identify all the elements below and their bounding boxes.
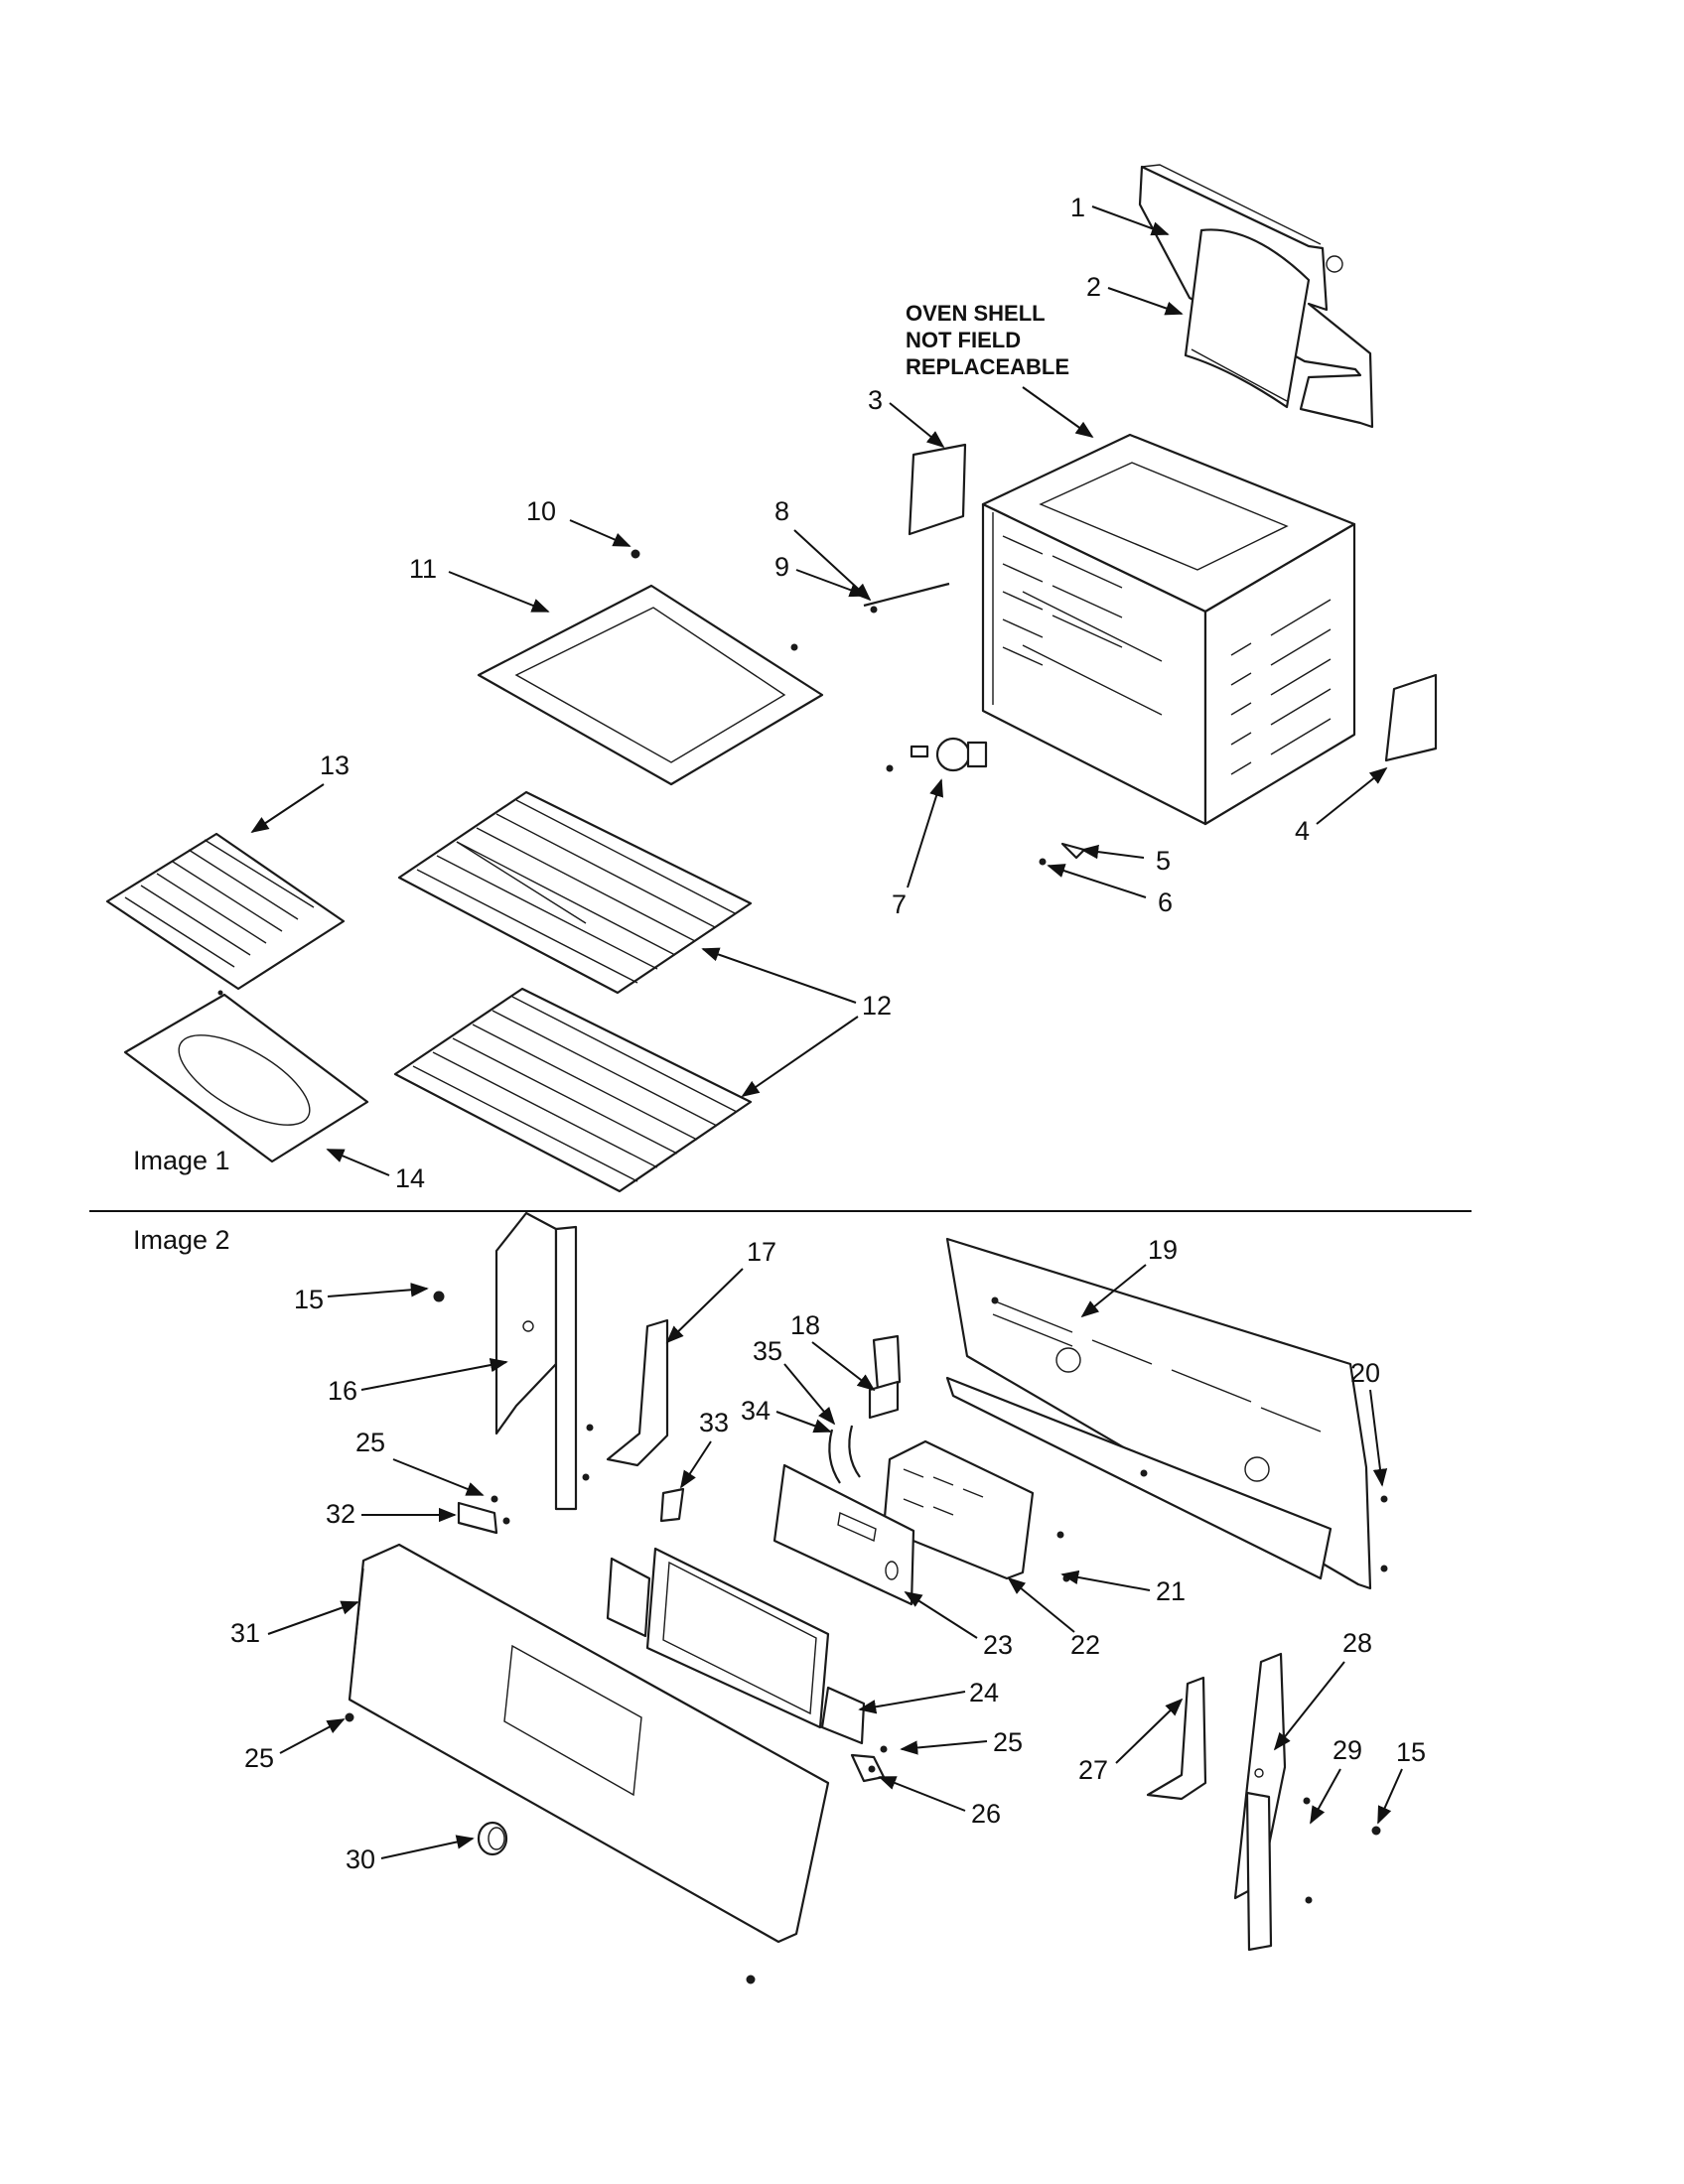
sensor-wire [863, 582, 950, 608]
callout-20: 20 [1350, 1358, 1380, 1388]
callout-34: 34 [741, 1396, 771, 1426]
callout-19: 19 [1148, 1235, 1178, 1265]
heat-shield [1184, 228, 1311, 409]
bracket-32 [457, 1501, 498, 1535]
callout-21: 21 [1156, 1576, 1186, 1606]
callout-18: 18 [790, 1310, 820, 1340]
left-bracket [908, 443, 967, 536]
callout-1: 1 [1070, 193, 1085, 222]
callout-15a: 15 [294, 1285, 324, 1314]
wire-harness [828, 1425, 861, 1484]
callout-10: 10 [526, 496, 556, 526]
callout-22: 22 [1070, 1630, 1100, 1660]
clip-5 [1060, 842, 1086, 860]
clip-33 [659, 1487, 685, 1523]
left-end-cap [494, 1211, 578, 1511]
callout-32: 32 [326, 1499, 355, 1529]
callout-26: 26 [971, 1799, 1001, 1829]
door-lock-switch [868, 1334, 902, 1420]
callout-16: 16 [328, 1376, 357, 1406]
callout-3: 3 [868, 385, 883, 415]
sensor-clip [870, 606, 878, 614]
callout-33: 33 [699, 1408, 729, 1437]
oven-bottom-panel [477, 584, 824, 786]
right-end-cap [1233, 1652, 1287, 1952]
callouts-image-2: 15 16 17 18 35 34 19 20 21 22 23 24 25 2… [230, 1235, 1426, 1874]
callout-13: 13 [320, 751, 350, 780]
control-panel-back [945, 1237, 1372, 1590]
screws [345, 1291, 1388, 1904]
callout-7: 7 [892, 889, 907, 919]
callout-23: 23 [983, 1630, 1013, 1660]
callout-2: 2 [1086, 272, 1101, 302]
callout-30: 30 [346, 1844, 375, 1874]
callout-17: 17 [747, 1237, 776, 1267]
callout-29: 29 [1333, 1735, 1362, 1765]
callout-14: 14 [395, 1163, 425, 1193]
oven-shell [981, 433, 1356, 826]
caption-image-1: Image 1 [133, 1146, 230, 1175]
dot-marker [217, 990, 223, 996]
callout-24: 24 [969, 1678, 999, 1707]
broiler-grid [105, 832, 346, 991]
screw-small-a [790, 643, 798, 651]
control-panel-front [348, 1543, 830, 1944]
callouts-image-1: 1 2 3 4 5 6 7 8 9 10 11 12 13 14 [250, 193, 1388, 1193]
oven-rack-lower [393, 987, 753, 1193]
right-bracket [1384, 673, 1438, 762]
callout-25a: 25 [355, 1428, 385, 1457]
callout-12: 12 [862, 991, 892, 1021]
callout-5: 5 [1156, 846, 1171, 876]
display-window [606, 1547, 866, 1745]
screw-6 [1039, 858, 1047, 866]
oven-rack-upper [397, 790, 753, 995]
note-line-3: REPLACEABLE [906, 354, 1069, 379]
callout-8: 8 [774, 496, 789, 526]
broiler-pan [123, 993, 369, 1163]
note-line-2: NOT FIELD [906, 328, 1021, 352]
callout-28: 28 [1342, 1628, 1372, 1658]
oven-sensor [886, 737, 988, 772]
caption-image-2: Image 2 [133, 1225, 230, 1255]
callout-15b: 15 [1396, 1737, 1426, 1767]
callout-27: 27 [1078, 1755, 1108, 1785]
shell-vent-slots [1002, 535, 1332, 775]
callout-11: 11 [409, 554, 437, 584]
screw-bottom [746, 1975, 756, 1984]
callout-6: 6 [1158, 887, 1173, 917]
note-line-1: OVEN SHELL [906, 301, 1046, 326]
callout-35: 35 [753, 1336, 782, 1366]
callout-25b: 25 [244, 1743, 274, 1773]
bracket-17 [606, 1318, 669, 1467]
screw-10 [631, 549, 640, 559]
control-knob [477, 1821, 508, 1856]
oven-shell-note: OVEN SHELL NOT FIELD REPLACEABLE [906, 301, 1069, 379]
callout-9: 9 [774, 552, 789, 582]
callout-31: 31 [230, 1618, 260, 1648]
callout-4: 4 [1295, 816, 1310, 846]
bracket-26 [850, 1753, 886, 1783]
bracket-27 [1146, 1676, 1207, 1801]
callout-25c: 25 [993, 1727, 1023, 1757]
